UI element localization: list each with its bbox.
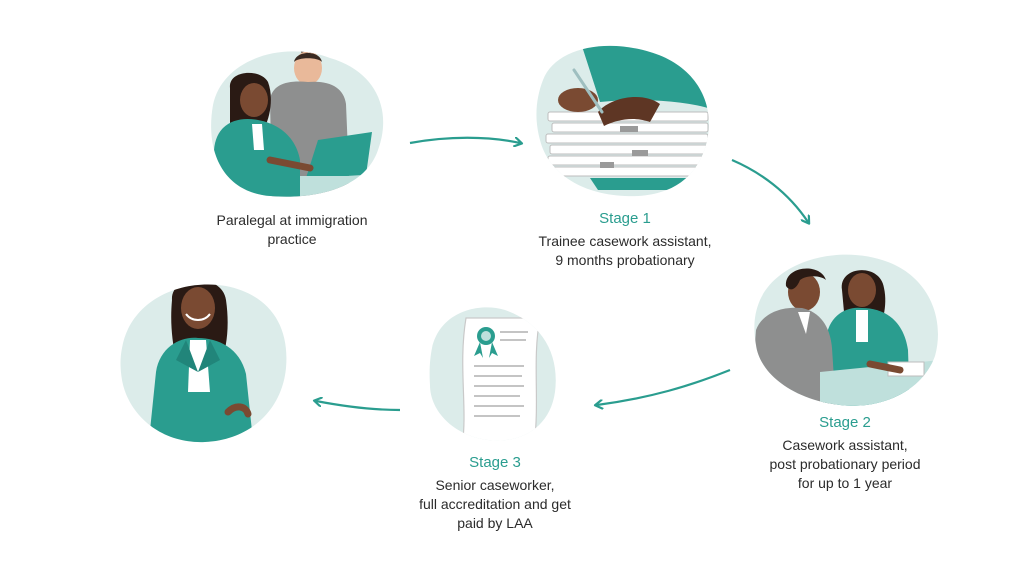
flow-arrow-3 bbox=[597, 368, 731, 405]
stage-label: Stage 3 bbox=[469, 454, 521, 471]
stage-label: Stage 2 bbox=[819, 414, 871, 431]
smiling-professional-woman-icon bbox=[120, 284, 287, 443]
hands-signing-paper-stack-icon bbox=[536, 45, 709, 197]
caption-line: practice bbox=[267, 231, 317, 247]
caption-line: full accreditation and get bbox=[419, 496, 571, 512]
two-women-at-laptop-icon bbox=[211, 51, 384, 197]
flow-arrow-2 bbox=[731, 158, 808, 222]
stage-label: Stage 1 bbox=[599, 210, 651, 227]
caption-line: paid by LAA bbox=[457, 515, 533, 531]
caption-line: for up to 1 year bbox=[797, 475, 893, 491]
caption-line: post probationary period bbox=[769, 456, 921, 472]
certificate-scroll-icon bbox=[429, 307, 556, 441]
caption-line: 9 months probationary bbox=[555, 252, 695, 268]
step-caption-stage-2: Stage 2 Casework assistant, post probati… bbox=[745, 413, 945, 493]
caption-line: Casework assistant, bbox=[782, 437, 908, 453]
caption-line: Paralegal at immigration bbox=[216, 212, 368, 228]
step-caption-stage-1: Stage 1 Trainee casework assistant, 9 mo… bbox=[525, 209, 725, 270]
caption-line: Trainee casework assistant, bbox=[538, 233, 712, 249]
step-caption-stage-3: Stage 3 Senior caseworker, full accredit… bbox=[395, 453, 595, 533]
man-and-woman-at-desk-icon bbox=[754, 254, 938, 406]
caption-line: Senior caseworker, bbox=[435, 477, 555, 493]
flow-arrow-4 bbox=[316, 401, 401, 412]
step-caption-paralegal: Paralegal at immigration practice bbox=[192, 211, 392, 249]
flow-arrow-1 bbox=[409, 136, 520, 143]
